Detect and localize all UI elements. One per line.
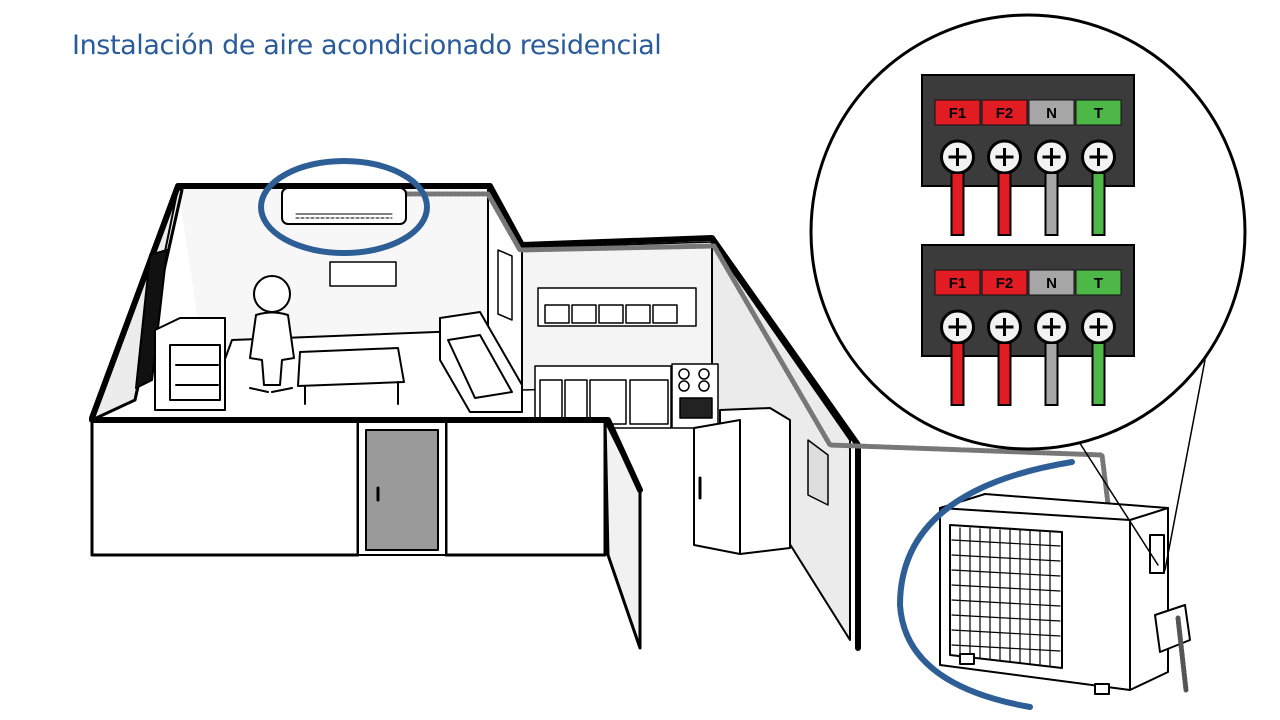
sofa-left xyxy=(154,317,226,411)
terminal-wire xyxy=(1044,172,1059,236)
page-title: Instalación de aire acondicionado reside… xyxy=(72,30,662,61)
terminal-label-cell xyxy=(934,269,981,296)
terminal-label: F2 xyxy=(996,275,1014,292)
upper-cabinets xyxy=(537,287,697,327)
terminal-wire xyxy=(997,342,1012,406)
terminal-wire xyxy=(950,172,965,236)
terminal-label-cell xyxy=(1075,269,1122,296)
front-door xyxy=(357,421,447,556)
terminal-label: F2 xyxy=(996,105,1014,122)
terminal-label-cell xyxy=(934,99,981,126)
front-wall-right xyxy=(444,418,607,557)
coffee-table xyxy=(297,347,405,405)
screw-slot xyxy=(1089,148,1108,166)
front-wall-left xyxy=(90,418,360,557)
stove xyxy=(671,363,719,429)
wiring-detail-circle xyxy=(809,13,1247,451)
wall-picture xyxy=(329,261,397,287)
terminal-block-2: F1 F2 N T xyxy=(921,244,1135,406)
terminal-label-cell xyxy=(1028,269,1075,296)
screw-slot xyxy=(948,148,967,166)
electrical-panel xyxy=(807,439,829,506)
screw-slot xyxy=(948,318,967,336)
outdoor-unit-terminal-cover xyxy=(1149,534,1165,574)
indoor-unit-highlight xyxy=(258,158,430,256)
outdoor-fan-grille xyxy=(951,527,1061,667)
terminal-label: T xyxy=(1094,105,1103,122)
screw-slot xyxy=(995,148,1014,166)
terminal-label-cell xyxy=(1028,99,1075,126)
wall-tv xyxy=(135,249,168,389)
screw-slot xyxy=(1042,318,1061,336)
terminal-label: F1 xyxy=(949,105,967,122)
sofa-right xyxy=(439,311,523,413)
person xyxy=(249,275,295,393)
refrigerant-duct xyxy=(403,191,1113,523)
terminal-label: N xyxy=(1046,275,1057,292)
screw-slot xyxy=(1089,318,1108,336)
terminal-label-cell xyxy=(981,99,1028,126)
outdoor-unit-highlight xyxy=(896,459,1075,710)
terminal-label: T xyxy=(1094,275,1103,292)
terminal-wire xyxy=(1044,342,1059,406)
terminal-wire xyxy=(1091,172,1106,236)
screw-slot xyxy=(995,318,1014,336)
terminal-label: N xyxy=(1046,105,1057,122)
terminal-label: F1 xyxy=(949,275,967,292)
terminal-block-1: F1 F2 N T xyxy=(921,74,1135,236)
refrigerator xyxy=(693,407,791,555)
indoor-ac-unit xyxy=(281,187,407,225)
terminal-label-cell xyxy=(981,269,1028,296)
terminal-wire xyxy=(997,172,1012,236)
terminal-wire xyxy=(950,342,965,406)
terminal-label-cell xyxy=(1075,99,1122,126)
screw-slot xyxy=(1042,148,1061,166)
terminal-wire xyxy=(1091,342,1106,406)
